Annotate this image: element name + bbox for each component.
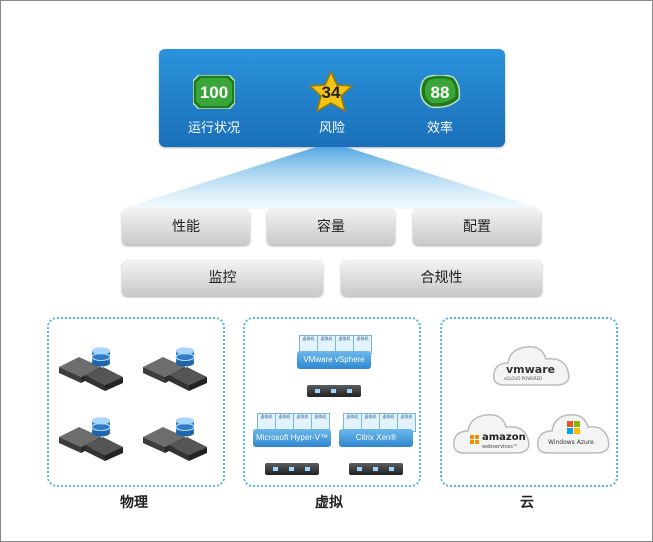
category-performance[interactable]: 性能 bbox=[122, 209, 250, 245]
vsphere-bar: VMware vSphere bbox=[297, 351, 371, 369]
amazon-cloud-icon bbox=[452, 414, 530, 454]
server-icon bbox=[265, 463, 319, 475]
xen-bar: Citrix Xen® bbox=[339, 429, 413, 447]
amazon-sub: webservices™ bbox=[482, 444, 518, 450]
physical-group bbox=[47, 317, 225, 487]
metrics-panel: 100 运行状况 34 风险 88 效率 bbox=[159, 49, 505, 147]
category-configuration[interactable]: 配置 bbox=[413, 209, 541, 245]
category-capacity[interactable]: 容量 bbox=[267, 209, 395, 245]
vm-box: 虚拟机 bbox=[311, 413, 330, 432]
light-beam bbox=[121, 147, 541, 209]
health-value: 100 bbox=[199, 83, 229, 102]
server-icon bbox=[349, 463, 403, 475]
efficiency-label: 效率 bbox=[426, 121, 453, 136]
vmware-sub: vCLOUD POWERED bbox=[504, 376, 543, 381]
amazon-logo: amazon bbox=[482, 432, 526, 443]
virtual-label: 虚拟 bbox=[315, 495, 343, 511]
server-icon bbox=[307, 385, 361, 397]
efficiency-badge: 88 bbox=[419, 74, 461, 109]
physical-label: 物理 bbox=[120, 495, 148, 511]
cloud-group: vmware vCLOUD POWERED amazon webservices… bbox=[440, 317, 618, 487]
risk-value: 34 bbox=[321, 83, 341, 102]
cloud-label: 云 bbox=[520, 495, 534, 511]
category-monitoring[interactable]: 监控 bbox=[122, 260, 323, 296]
hyperv-bar: Microsoft Hyper-V™ bbox=[253, 429, 331, 447]
health-label: 运行状况 bbox=[187, 121, 240, 136]
efficiency-value: 88 bbox=[430, 83, 450, 102]
azure-logo: Windows Azure bbox=[548, 439, 594, 446]
risk-label: 风险 bbox=[318, 121, 345, 136]
risk-star-icon: 34 bbox=[308, 70, 354, 113]
health-badge: 100 bbox=[192, 74, 236, 110]
vmware-logo: vmware bbox=[506, 363, 556, 376]
category-compliance[interactable]: 合规性 bbox=[341, 260, 542, 296]
azure-cloud-icon bbox=[536, 414, 610, 454]
vmware-cloud-icon bbox=[492, 346, 570, 386]
virtual-group: 虚拟机 虚拟机 虚拟机 虚拟机 VMware vSphere 虚拟机 虚拟机 虚… bbox=[243, 317, 421, 487]
